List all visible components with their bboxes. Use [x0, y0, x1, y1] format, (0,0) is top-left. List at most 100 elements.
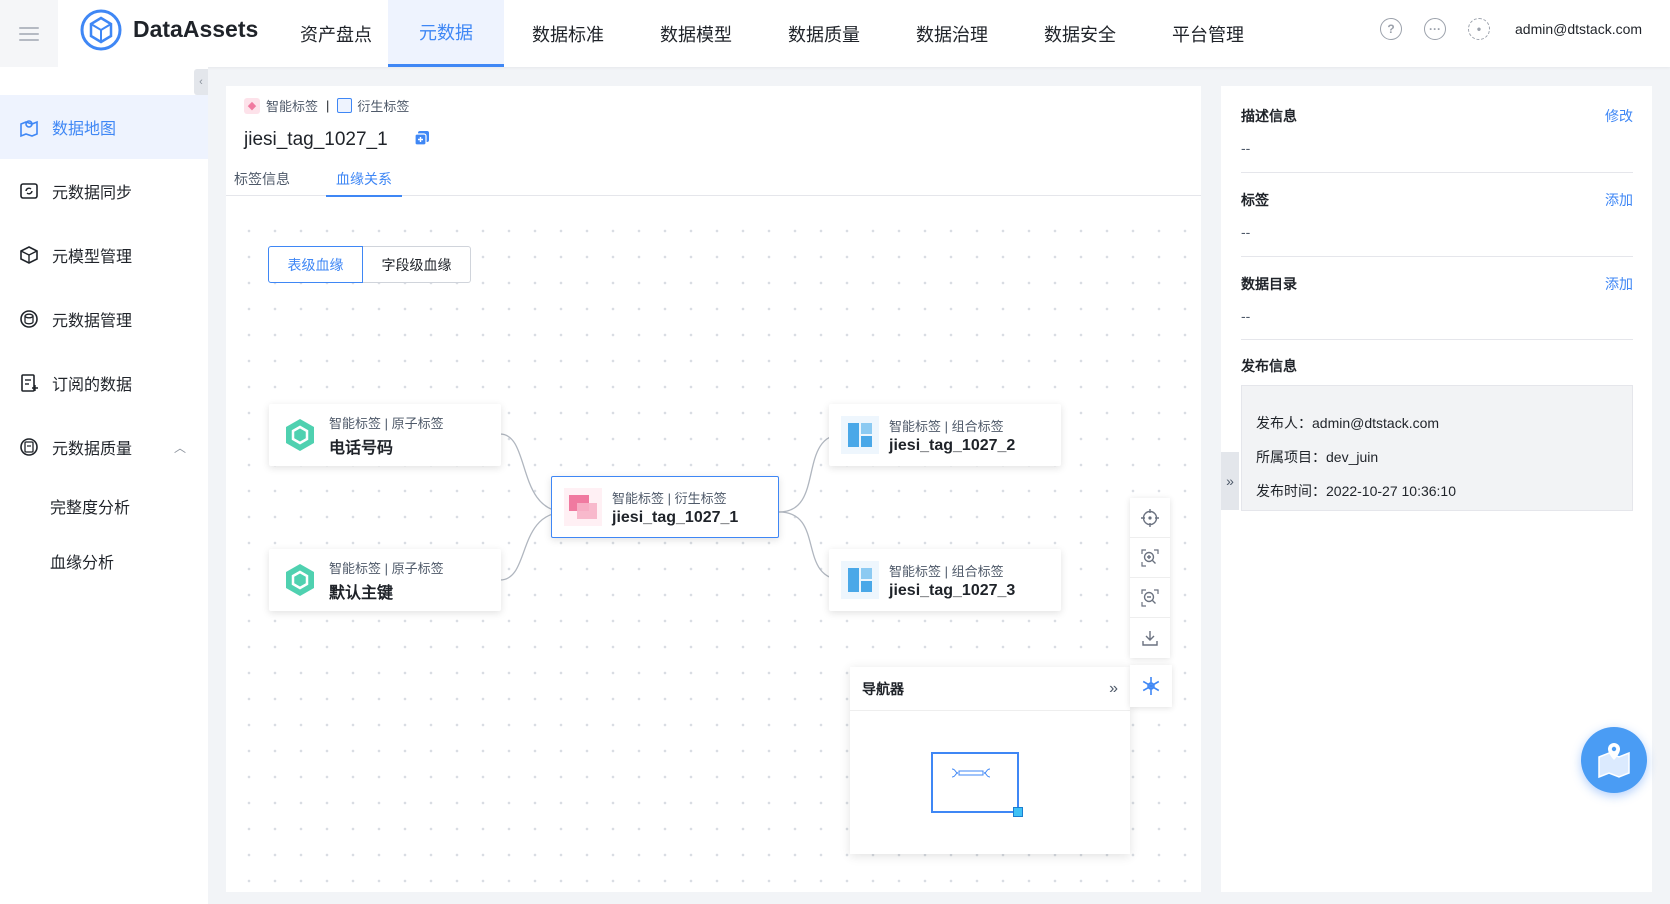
add-catalog-link[interactable]: 添加 [1605, 276, 1633, 292]
sidebar-item-metadata-manage[interactable]: 元数据管理 [0, 287, 208, 351]
sync-icon [20, 183, 38, 199]
navigator-viewport[interactable] [931, 752, 1023, 817]
divider [1241, 172, 1633, 173]
atomic-tag-icon [281, 416, 319, 454]
node-type: 智能标签 | 组合标签 [889, 418, 1004, 434]
add-tag-link[interactable]: 添加 [1605, 192, 1633, 208]
derived-tag-icon [564, 488, 602, 526]
breadcrumb-item: 智能标签 [266, 99, 319, 114]
chevron-up-icon[interactable]: ︿ [173, 440, 186, 455]
dataassets-logo-icon [80, 9, 122, 51]
database-icon [20, 310, 38, 328]
double-chevron-right-icon[interactable]: » [1109, 679, 1118, 697]
desc-section: 描述信息 修改 -- [1241, 106, 1633, 156]
nav-platform-admin[interactable]: 平台管理 [1172, 24, 1244, 45]
help-icon[interactable]: ? [1380, 18, 1402, 40]
node-type: 智能标签 | 衍生标签 [612, 490, 727, 506]
sidebar-subitem-lineage[interactable]: 血缘分析 [50, 555, 115, 572]
breadcrumb: ◆ 智能标签 | 衍生标签 [244, 96, 409, 115]
combo-tag-icon [841, 416, 879, 454]
main-panel: ◆ 智能标签 | 衍生标签 jiesi_tag_1027_1 标签信息 血缘关系… [226, 86, 1201, 892]
tab-bar: 标签信息 血缘关系 [226, 166, 1201, 197]
publish-time: 发布时间：2022-10-27 10:36:10 [1256, 483, 1456, 499]
lineage-level-toggle: 表级血缘 字段级血缘 [268, 246, 471, 283]
catalog-section: 数据目录 添加 -- [1241, 274, 1633, 324]
sidebar-item-subscribed[interactable]: 订阅的数据 [0, 351, 208, 415]
locate-icon[interactable] [1130, 498, 1170, 538]
table-lineage-button[interactable]: 表级血缘 [268, 246, 363, 283]
sidebar-collapse-button[interactable]: ‹ [194, 69, 208, 95]
graph-navigator: 导航器 » [850, 667, 1130, 854]
lineage-node-phone[interactable]: 智能标签 | 原子标签电话号码 [269, 404, 501, 466]
divider [1241, 339, 1633, 340]
field-lineage-button[interactable]: 字段级血缘 [363, 246, 471, 283]
desc-value: -- [1241, 140, 1251, 156]
breadcrumb-item: 衍生标签 [357, 99, 410, 114]
node-type: 智能标签 | 组合标签 [889, 563, 1004, 579]
tab-lineage[interactable]: 血缘关系 [326, 169, 402, 197]
derived-tag-icon [337, 98, 353, 113]
divider [1241, 256, 1633, 257]
node-name: jiesi_tag_1027_2 [889, 436, 1016, 454]
tag-section: 标签 添加 -- [1241, 190, 1633, 240]
settings-icon[interactable]: • [1468, 18, 1490, 40]
copy-icon[interactable] [414, 130, 430, 146]
nav-data-quality[interactable]: 数据质量 [788, 24, 860, 45]
viewport-resize-handle[interactable] [1013, 807, 1023, 817]
data-map-float-icon[interactable] [1581, 727, 1647, 793]
subscribe-icon [21, 374, 38, 392]
atomic-tag-icon [281, 561, 319, 599]
project: 所属项目：dev_juin [1256, 449, 1379, 465]
menu-toggle-button[interactable] [0, 0, 58, 67]
edit-desc-link[interactable]: 修改 [1605, 108, 1633, 124]
zoom-in-icon[interactable] [1130, 538, 1170, 578]
lineage-node-current[interactable]: 智能标签 | 衍生标签 jiesi_tag_1027_1 [551, 476, 779, 538]
page-title: jiesi_tag_1027_1 [244, 129, 388, 150]
tag-label: 标签 [1241, 192, 1269, 208]
message-icon[interactable]: ··· [1424, 18, 1446, 40]
publish-label: 发布信息 [1241, 358, 1297, 374]
sidebar-item-meta-model[interactable]: 元模型管理 [0, 223, 208, 287]
lineage-node-tag3[interactable]: 智能标签 | 组合标签 jiesi_tag_1027_3 [829, 549, 1061, 611]
sidebar-item-label: 元模型管理 [52, 249, 133, 266]
tab-tag-info[interactable]: 标签信息 [234, 171, 290, 187]
sidebar: 数据地图 元数据同步 元模型管理 元数据管理 订阅的数据 元数据质量 ︿ 完整度… [0, 67, 208, 904]
graph-toolbar [1130, 498, 1170, 658]
app-name: DataAssets [133, 16, 259, 42]
sidebar-item-data-map[interactable]: 数据地图 [0, 95, 208, 159]
nav-data-standard[interactable]: 数据标准 [532, 24, 604, 45]
nav-data-security[interactable]: 数据安全 [1044, 24, 1116, 45]
minimap-graph [951, 768, 991, 778]
node-type: 智能标签 | 原子标签 [329, 415, 444, 431]
sidebar-item-label: 元数据同步 [52, 185, 133, 202]
lineage-node-tag2[interactable]: 智能标签 | 组合标签 jiesi_tag_1027_2 [829, 404, 1061, 466]
sidebar-item-metadata-quality[interactable]: 元数据质量 ︿ [0, 415, 208, 479]
panel-toggle-button[interactable]: » [1221, 452, 1239, 510]
sidebar-item-label: 元数据管理 [52, 313, 133, 330]
nav-data-governance[interactable]: 数据治理 [916, 24, 988, 45]
node-name: jiesi_tag_1027_3 [889, 581, 1016, 599]
nav-data-model[interactable]: 数据模型 [660, 24, 732, 45]
sidebar-item-label: 元数据质量 [52, 441, 133, 458]
publisher: 发布人：admin@dtstack.com [1256, 415, 1440, 431]
node-name: 默认主键 [329, 584, 394, 602]
catalog-value: -- [1241, 308, 1251, 324]
graph-layout-icon[interactable] [1130, 665, 1172, 707]
user-account[interactable]: admin@dtstack.com [1515, 21, 1643, 37]
sidebar-item-label: 数据地图 [52, 121, 117, 138]
download-icon[interactable] [1130, 618, 1170, 658]
sidebar-subitem-completeness[interactable]: 完整度分析 [50, 500, 131, 517]
combo-tag-icon [841, 561, 879, 599]
tag-value: -- [1241, 224, 1251, 240]
sidebar-item-metadata-sync[interactable]: 元数据同步 [0, 159, 208, 223]
map-icon [20, 120, 38, 138]
cube-icon [20, 246, 38, 264]
nav-asset-inventory[interactable]: 资产盘点 [300, 24, 372, 45]
nav-metadata[interactable]: 元数据 [388, 0, 504, 67]
detail-panel: 描述信息 修改 -- 标签 添加 -- 数据目录 添加 -- 发布信息 发布人：… [1221, 86, 1652, 892]
node-name: jiesi_tag_1027_1 [612, 508, 739, 526]
zoom-out-icon[interactable] [1130, 578, 1170, 618]
lineage-node-primary-key[interactable]: 智能标签 | 原子标签默认主键 [269, 549, 501, 611]
top-nav: 资产盘点 元数据 数据标准 数据模型 数据质量 数据治理 数据安全 平台管理 [284, 0, 1272, 67]
navigator-title: 导航器 [862, 680, 904, 697]
